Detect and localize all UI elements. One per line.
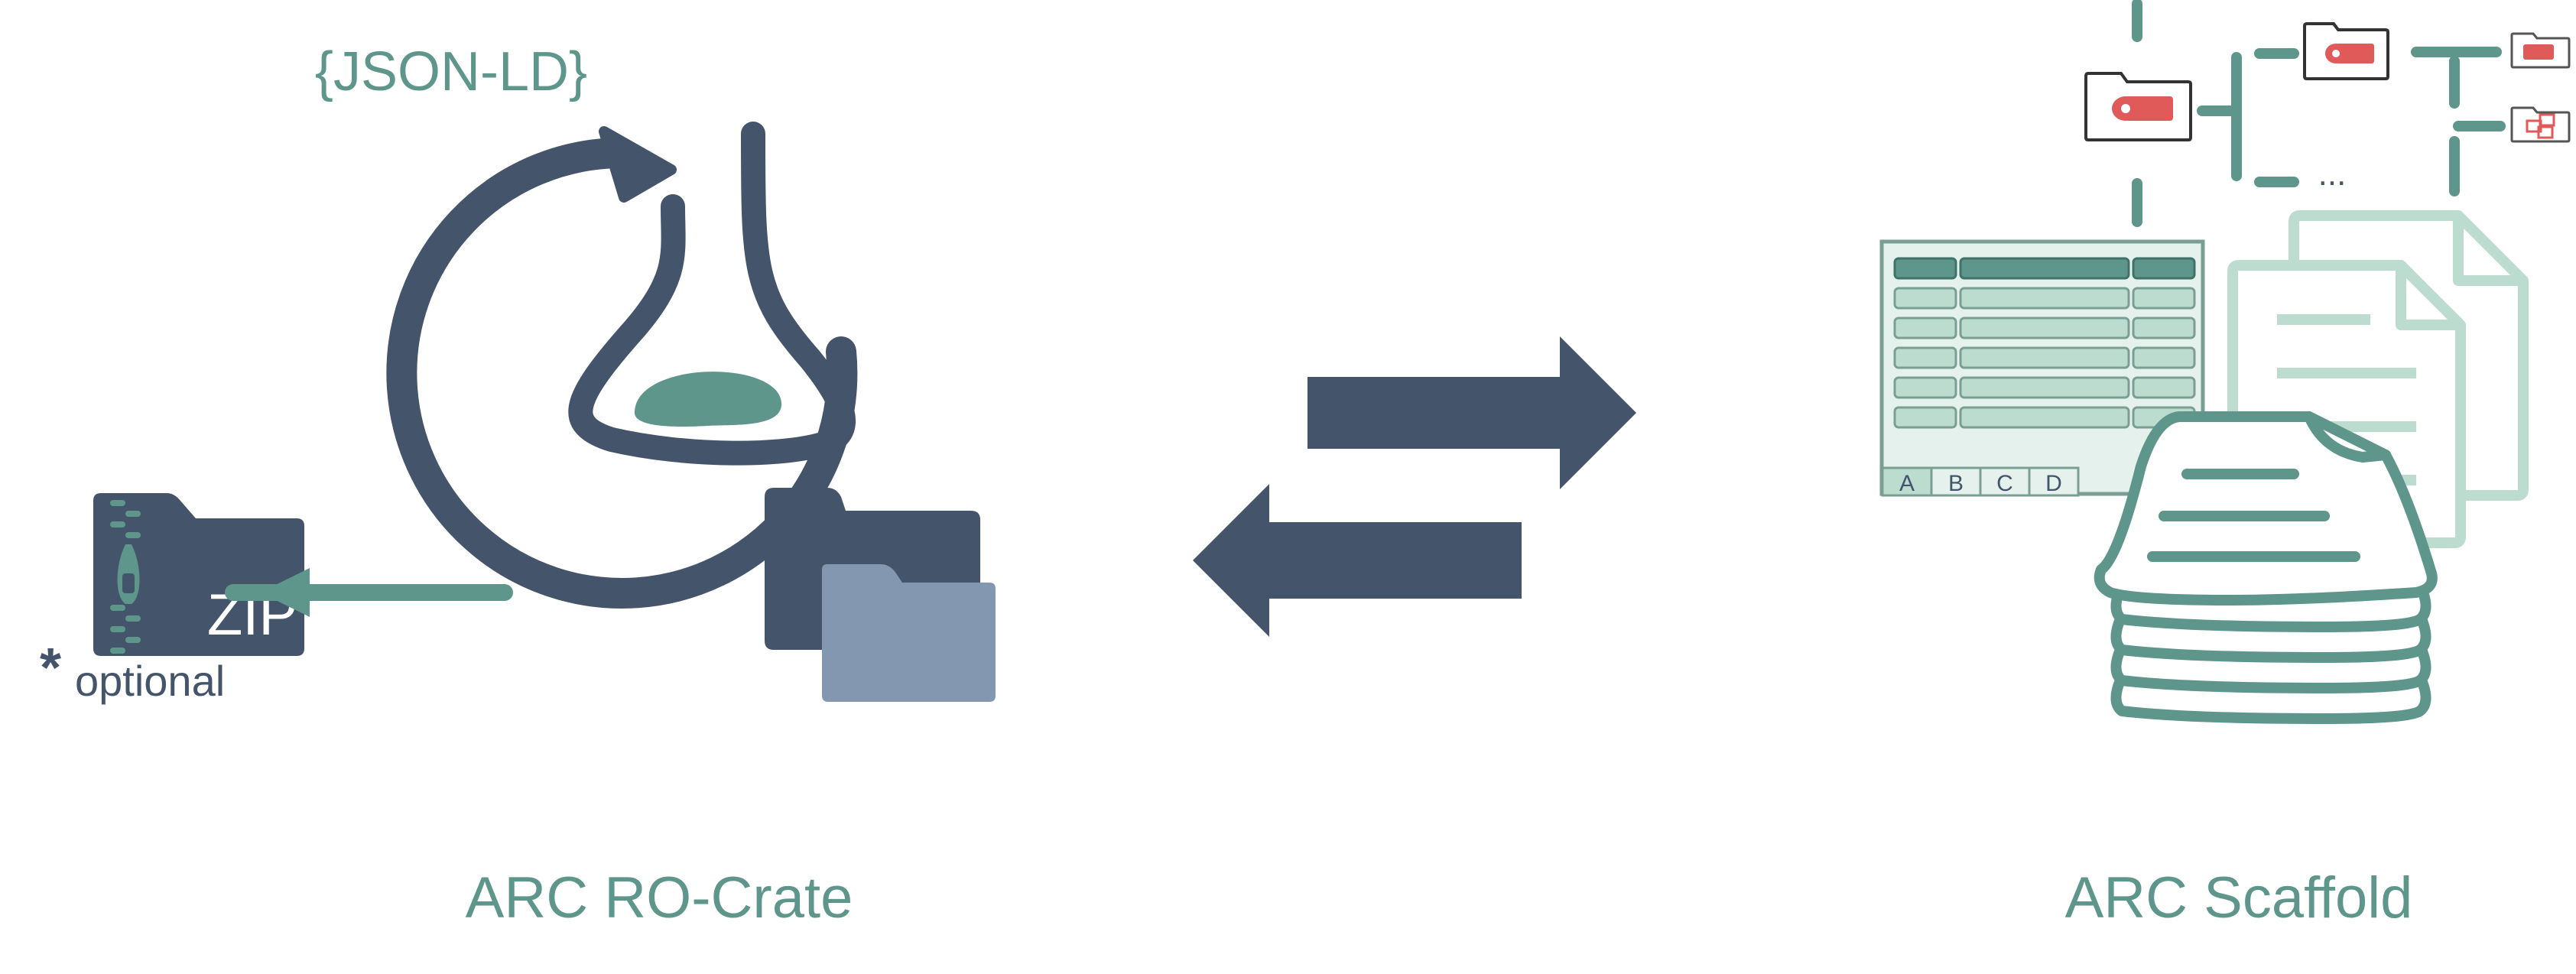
sheet-cell (2132, 346, 2196, 369)
arrow-right-icon (1307, 336, 1636, 489)
sheet-tab (2028, 466, 2080, 497)
sheet-cell (1959, 346, 2130, 369)
sheet-cell (2132, 287, 2196, 310)
study-folder-icon (2303, 22, 2389, 80)
tree-ellipsis: ... (2318, 155, 2347, 193)
json-ld-label: {JSON-LD} (315, 41, 587, 102)
folder-icon (765, 488, 996, 702)
sheet-tab (1881, 466, 1933, 497)
sheet-cell (1959, 317, 2130, 339)
sheet-cell (1893, 317, 1957, 339)
sheet-tab-label: D (2045, 471, 2062, 496)
conversion-arrows (1193, 336, 1636, 637)
optional-label: optional (75, 657, 225, 705)
sheet-cell (1893, 346, 1957, 369)
sheet-tab-label: C (1996, 471, 2013, 496)
sheet-tab-label: B (1948, 471, 1964, 496)
sheet-cell (1959, 376, 2130, 399)
document-stack-icon (2094, 411, 2438, 724)
arrow-left-icon (1193, 484, 1522, 637)
sheet-tab-label: A (1899, 471, 1915, 496)
sheet-cell (1959, 406, 2130, 429)
ro-crate-title: ARC RO-Crate (466, 865, 853, 930)
sheet-cell (1893, 287, 1957, 310)
zip-folder-icon (93, 493, 304, 656)
sheet-header-cell (2132, 257, 2196, 280)
scaffold-title: ARC Scaffold (2065, 865, 2413, 930)
sub-folder-icon (2510, 106, 2571, 143)
sheet-cell (1893, 406, 1957, 429)
sheet-cell (1893, 376, 1957, 399)
optional-asterisk: * (40, 638, 61, 699)
assay-folder-icon (2084, 72, 2192, 141)
sheet-tab (1930, 466, 1982, 497)
sheet-header-cell (1959, 257, 2130, 280)
sheet-cell (1959, 287, 2130, 310)
sub-folder-icon (2510, 32, 2571, 69)
arrow-to-zip-icon (225, 568, 513, 617)
sheet-cell (2132, 376, 2196, 399)
sheet-cell (2132, 317, 2196, 339)
sheet-header-cell (1893, 257, 1957, 280)
spreadsheet-icon: A B C D (1879, 239, 2205, 497)
